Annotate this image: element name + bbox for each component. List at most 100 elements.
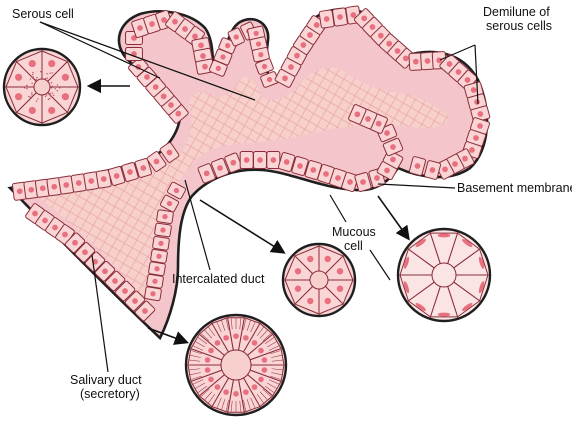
nucleus (168, 102, 174, 108)
nucleus (167, 201, 172, 206)
nucleus (471, 87, 477, 93)
nucleus (32, 211, 38, 217)
nucleus (438, 234, 451, 238)
nucleus (200, 53, 206, 59)
nucleus (447, 61, 453, 67)
nucleus (62, 232, 68, 238)
nucleus (307, 256, 313, 262)
nucleus (144, 74, 150, 80)
granule (31, 83, 32, 84)
nucleus (72, 240, 78, 246)
nucleus (112, 278, 118, 284)
nucleus (175, 111, 181, 117)
nucleus (390, 144, 396, 150)
nucleus (324, 16, 330, 22)
nucleus (390, 157, 396, 163)
nucleus (63, 182, 69, 188)
nucleus (376, 121, 382, 127)
nucleus (76, 180, 82, 186)
nucleus (462, 156, 468, 162)
granule (26, 86, 27, 87)
nucleus (158, 241, 163, 246)
lumen (34, 79, 50, 95)
nucleus (225, 43, 230, 48)
nucleus (154, 266, 159, 271)
label-serous-cell: Serous cell (12, 7, 74, 21)
nucleus (15, 93, 22, 100)
nucleus (337, 14, 343, 20)
granule (53, 95, 54, 96)
granule (49, 98, 50, 99)
granule (40, 71, 41, 72)
nucleus (282, 75, 288, 81)
nucleus (48, 107, 55, 114)
nucleus (297, 163, 303, 169)
nucleus (198, 42, 204, 48)
nucleus (204, 170, 210, 176)
nucleus (161, 17, 167, 23)
nucleus (122, 288, 128, 294)
granule (52, 92, 53, 93)
granule (47, 78, 48, 79)
nucleus (430, 167, 436, 173)
nucleus (223, 335, 229, 341)
granule (54, 88, 55, 89)
nucleus (473, 135, 479, 141)
nucleus (300, 42, 306, 48)
nucleus (258, 377, 264, 383)
nucleus (152, 279, 157, 284)
nucleus (140, 165, 146, 171)
mucous-acinus-cross-section (398, 229, 490, 321)
nucleus (234, 34, 239, 39)
nucleus (220, 54, 225, 59)
nucleus (469, 147, 475, 153)
granule (33, 76, 34, 77)
nucleus (335, 175, 341, 181)
nucleus (295, 286, 301, 292)
nucleus (413, 59, 419, 65)
granule (36, 77, 37, 78)
nucleus (325, 298, 331, 304)
nucleus (314, 22, 320, 28)
label-basement-membrane: Basement membrane (457, 181, 572, 195)
nucleus (160, 227, 165, 232)
nucleus (150, 291, 155, 296)
granule (46, 73, 47, 74)
nucleus (294, 53, 300, 59)
nucleus (256, 41, 261, 46)
granule (59, 87, 60, 88)
nucleus (295, 268, 301, 274)
granule (45, 78, 46, 79)
nucleus (386, 41, 392, 47)
nucleus (215, 340, 221, 346)
nucleus (252, 384, 258, 390)
nucleus (288, 64, 294, 70)
nucleus (48, 60, 55, 67)
nucleus (202, 64, 208, 70)
nucleus (132, 298, 138, 304)
nucleus (361, 15, 367, 21)
nucleus (252, 340, 258, 346)
nucleus (347, 179, 353, 185)
nucleus (452, 161, 458, 167)
nucleus (258, 52, 263, 57)
nucleus (374, 175, 380, 181)
nucleus (310, 167, 316, 173)
nucleus (167, 150, 173, 156)
nucleus (395, 48, 401, 54)
nucleus (258, 348, 264, 354)
nucleus (101, 176, 107, 182)
nucleus (182, 26, 188, 32)
nucleus (456, 69, 462, 75)
nucleus (323, 171, 329, 177)
nucleus (244, 157, 250, 163)
nucleus (29, 107, 36, 114)
nucleus (82, 249, 88, 255)
granule (46, 94, 47, 95)
nucleus (137, 25, 143, 31)
nucleus (28, 187, 34, 193)
nucleus (62, 93, 69, 100)
nucleus (52, 225, 58, 231)
granule (49, 93, 50, 94)
nucleus (205, 367, 211, 373)
